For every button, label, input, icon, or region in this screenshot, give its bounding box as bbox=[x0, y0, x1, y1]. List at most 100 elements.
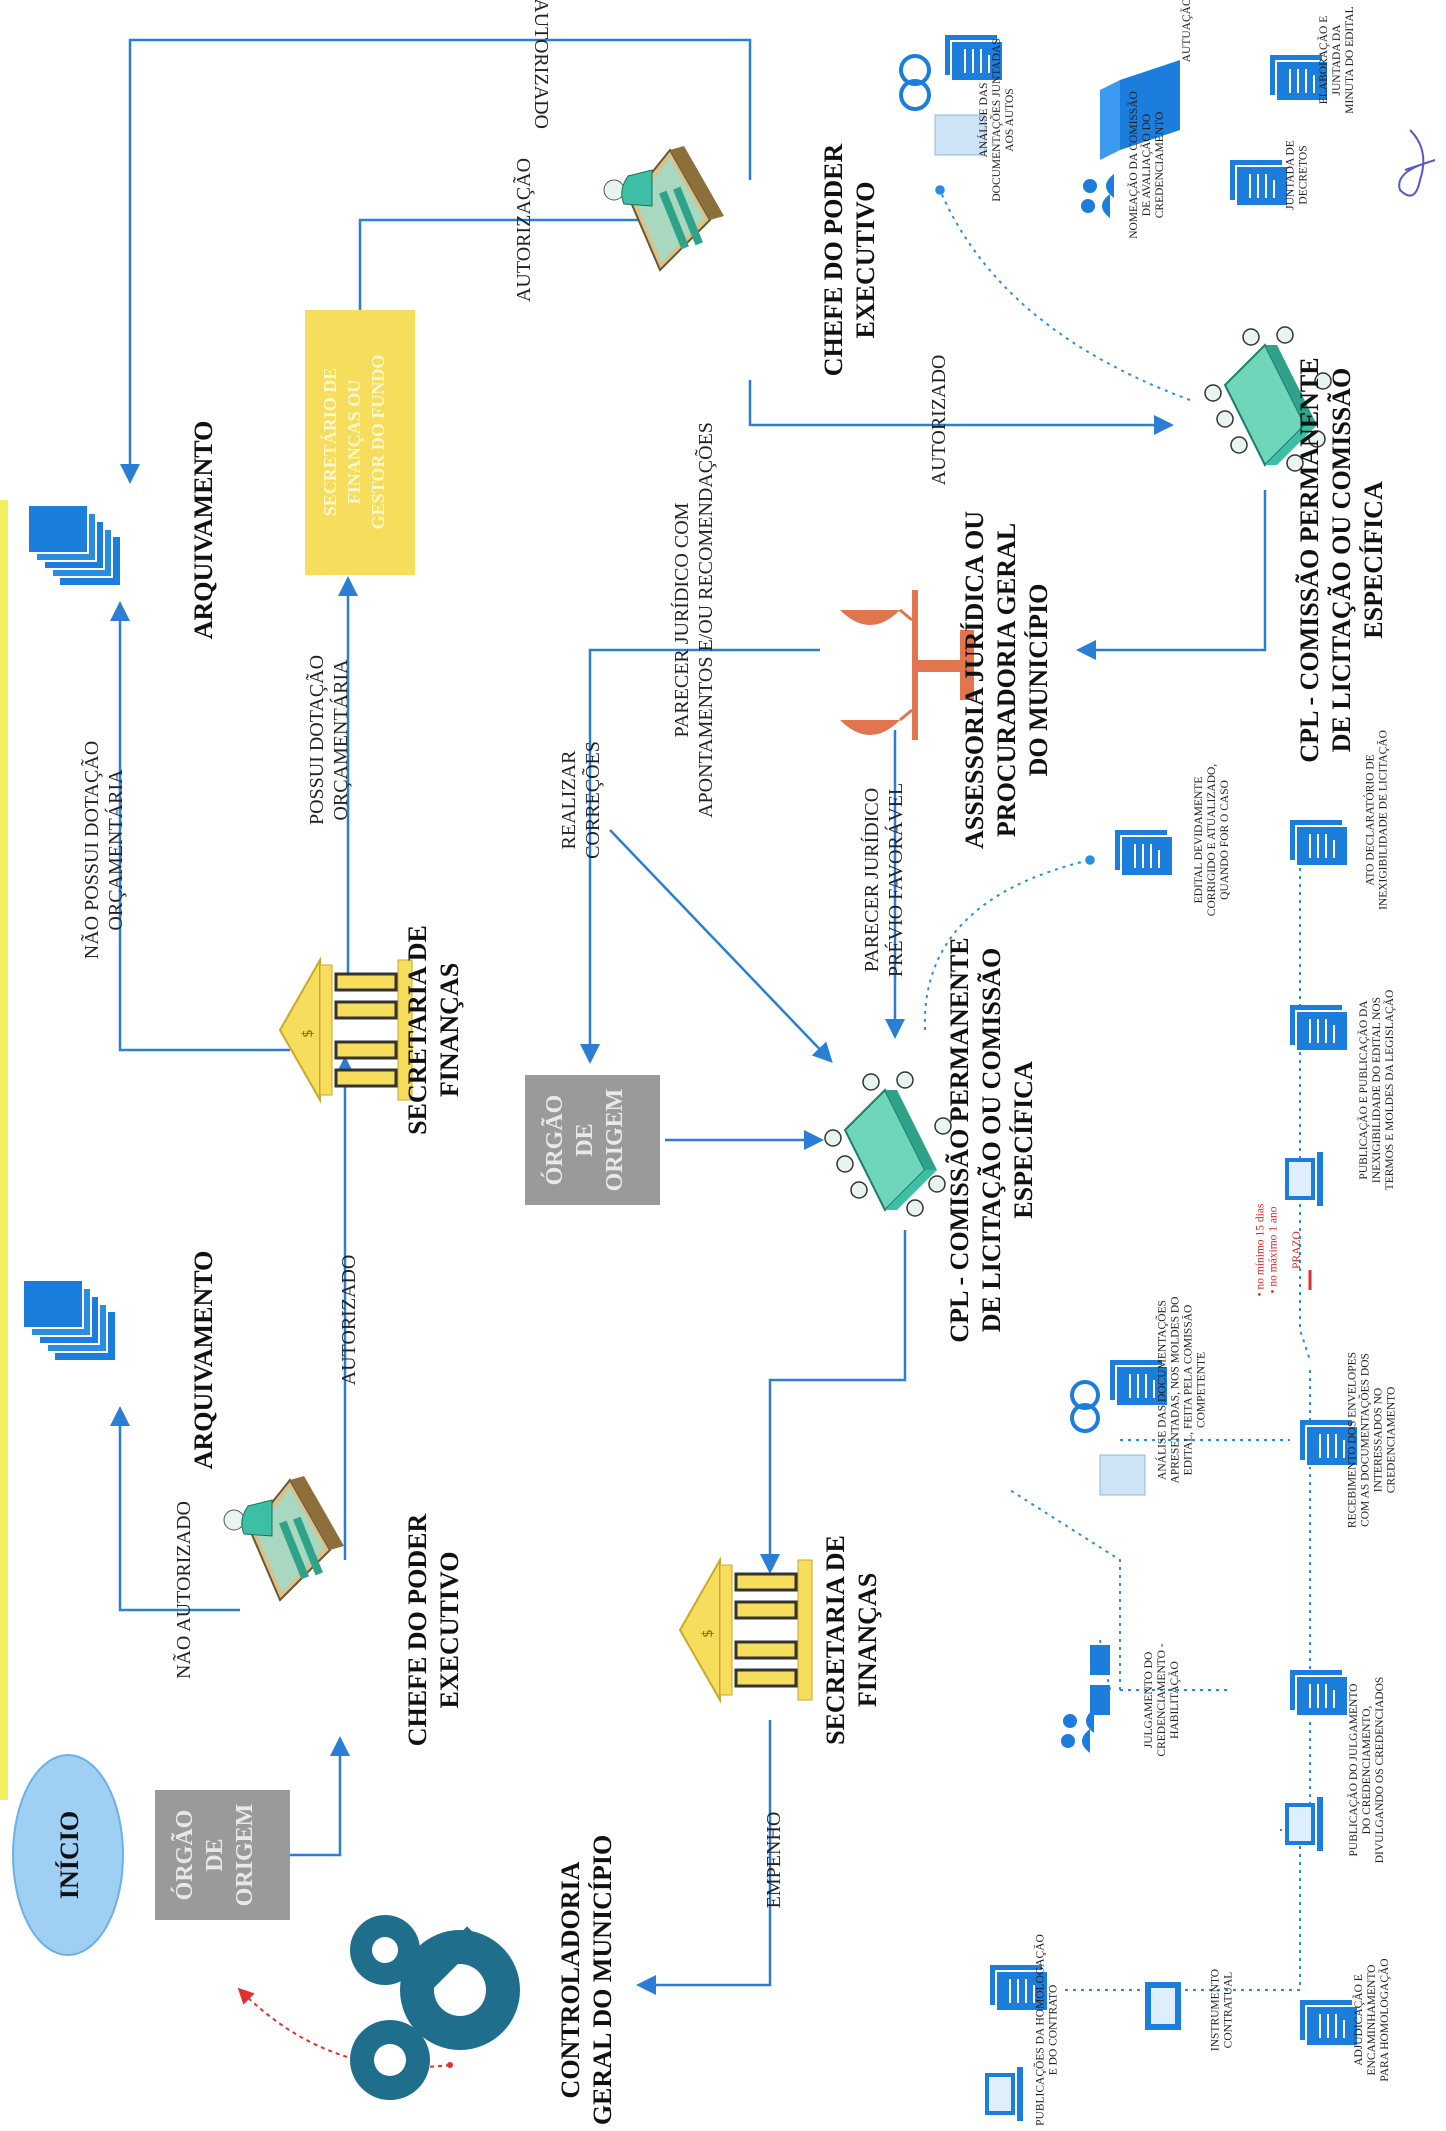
cpl-label-top-line-3: ESPECÍFICA bbox=[1359, 481, 1388, 639]
edge-realizar-line-2: CORREÇÕES bbox=[580, 741, 604, 859]
chefe-icon-2 bbox=[603, 145, 725, 271]
step-adjudicacao-label-line-2: ENCAMINHAMENTO bbox=[1366, 1965, 1378, 2076]
step-icon-ato bbox=[1289, 819, 1349, 867]
chefe-icon-1 bbox=[223, 1475, 345, 1601]
chefe-label-2-line-1: CHEFE DO PODER bbox=[819, 144, 848, 377]
step-julgamento-label-line-3: HABILITAÇÃO bbox=[1167, 1661, 1181, 1739]
orgao-origem-label-2-line-3: ORIGEM bbox=[602, 1089, 628, 1192]
orgao-origem-label-2-line-2: DE bbox=[572, 1123, 598, 1156]
sec-financas-label-1-line-1: SECRETARIA DE bbox=[403, 925, 432, 1135]
orgao-origem-label-1-line-3: ORIGEM bbox=[232, 1804, 258, 1907]
edge-nao-possui-line-1: NÃO POSSUI DOTAÇÃO bbox=[79, 741, 103, 959]
edge-parecer-com-line-2: APONTAMENTOS E/OU RECOMENDAÇÕES bbox=[693, 422, 717, 818]
cpl-label-mid-line-1: CPL - COMISSÃO PERMANENTE bbox=[945, 937, 974, 1342]
arrow-correcoes-to-cplmid bbox=[609, 829, 833, 1063]
edge-autorizacao: AUTORIZAÇÃO bbox=[511, 158, 535, 302]
prazo-notes-line-2: • no máximo 1 ano bbox=[1268, 1206, 1280, 1293]
signature-mark bbox=[1398, 129, 1436, 197]
step-julgamento-label-line-2: CREDENCIAMENTO - bbox=[1156, 1643, 1168, 1756]
step-icon-juntada bbox=[1229, 159, 1289, 207]
step-juntada-label-line-2: DECRETOS bbox=[1298, 145, 1310, 204]
arquivamento-label-2: ARQUIVAMENTO bbox=[189, 421, 218, 640]
gears-icon bbox=[350, 1915, 520, 2100]
sec-financas-label-2-line-1: SECRETARIA DE bbox=[821, 1535, 850, 1745]
step-analise-docs-label-line-3: AOS AUTOS bbox=[1004, 88, 1016, 151]
red-dotted-connector bbox=[237, 1987, 451, 2069]
step-adjudicacao-label-line-3: PARA HOMOLOGAÇÃO bbox=[1377, 1958, 1391, 2081]
step-instrumento-label-line-1: INSTRUMENTO bbox=[1210, 1969, 1222, 2051]
assessoria-label-line-2: PROCURADORIA GERAL bbox=[992, 523, 1021, 837]
sec-financas-label-1-line-2: FINANÇAS bbox=[435, 963, 464, 1097]
orgao-origem-label-1-line-1: ÓRGÃO bbox=[171, 1810, 198, 1901]
prazo-notes: • no mínimo 15 dias• no máximo 1 ano bbox=[1255, 1203, 1280, 1296]
edge-realizar-line-1: REALIZAR bbox=[558, 750, 580, 850]
step-icon-publicacao-julg-doc bbox=[1289, 1669, 1349, 1717]
orgao-origem-label-1-line-2: DE bbox=[202, 1838, 228, 1871]
step-recebimento-label-line-4: CREDENCIAMENTO bbox=[1386, 1387, 1398, 1493]
step-elaboracao-label-line-1: ELABORAÇÃO E bbox=[1316, 16, 1330, 105]
orgao-origem-label-2-line-1: ÓRGÃO bbox=[541, 1095, 568, 1186]
step-icon-publicacao-inex-laptop bbox=[1285, 1152, 1323, 1206]
edge-nao-autorizado-1: NÃO AUTORIZADO bbox=[171, 1501, 195, 1679]
assessoria-label-line-3: DO MUNICÍPIO bbox=[1024, 584, 1053, 777]
step-analise-docs-label-line-2: DOCUMENTAÇÕES JUNTADAS bbox=[989, 38, 1003, 201]
step-analise-apresentadas-label-line-4: COMPETENTE bbox=[1196, 1352, 1208, 1428]
step-analise-apresentadas-label-line-3: EDITAL, FEITA PELA COMISSÃO bbox=[1181, 1305, 1195, 1476]
arrow-chefe1-to-arquivamento1 bbox=[110, 1406, 240, 1612]
arrow-assessoria-to-orgao2 bbox=[580, 648, 820, 1064]
step-icon-edital bbox=[1114, 829, 1174, 877]
secretario-label-line-3: GESTOR DO FUNDO bbox=[368, 355, 388, 530]
edge-parecer-favoravel-line-1: PARECER JURÍDICO bbox=[860, 788, 883, 972]
edge-nao-autorizado-top: NÃO AUTORIZADO bbox=[530, 0, 554, 129]
cpl-icon-mid bbox=[824, 1071, 952, 1217]
step-icon-julgamento bbox=[1061, 1645, 1110, 1753]
edge-nao-possui-line-2: ORÇAMENTÁRIA bbox=[104, 769, 127, 931]
archive-stack-icon-1 bbox=[22, 1279, 116, 1361]
arrow-sec1-to-arquivamento2 bbox=[110, 601, 290, 1052]
archive-stack-icon-2 bbox=[27, 504, 121, 586]
arrow-sec2-to-controladoria bbox=[636, 1720, 772, 1995]
prazo-label: PRAZO bbox=[1291, 1231, 1303, 1269]
assessoria-label-line-1: ASSESSORIA JURÍDICA OU bbox=[960, 511, 989, 849]
step-recebimento-label-line-2: COM AS DOCUMENTAÇÕES DOS bbox=[1358, 1353, 1372, 1527]
step-publicacao-inex-label-line-2: INEXIGIBILIDADE DO EDITAL NOS bbox=[1371, 997, 1383, 1183]
step-publicacao-inex-label-line-1: PUBLICAÇÃO E PUBLICAÇÃO DA bbox=[1356, 1000, 1370, 1180]
step-icon-autuacao bbox=[1100, 60, 1180, 160]
step-icon-publicacao-julg-laptop bbox=[1285, 1797, 1323, 1851]
controladoria-label-line-2: GERAL DO MUNICÍPIO bbox=[588, 1835, 617, 2125]
secretario-label-line-1: SECRETÁRIO DE bbox=[319, 368, 340, 517]
edge-empenho: EMPENHO bbox=[763, 1812, 785, 1909]
step-icon-publicacao-inex-doc bbox=[1289, 1004, 1349, 1052]
step-icon-adjudicacao bbox=[1299, 1999, 1359, 2047]
step-ato-label-line-1: ATO DECLARATÓRIO DE bbox=[1363, 754, 1377, 885]
inicio-label: INÍCIO bbox=[55, 1811, 84, 1899]
step-analise-apresentadas-label-line-1: ANÁLISE DAS DOCUMENTAÇÕES bbox=[1155, 1300, 1169, 1480]
step-icon-analise-docs bbox=[899, 34, 1004, 156]
chefe-label-2-line-2: EXECUTIVO bbox=[851, 182, 880, 339]
cpl-label-mid-line-3: ESPECÍFICA bbox=[1009, 1061, 1038, 1219]
arrow-cpltop-to-assessoria bbox=[1076, 490, 1267, 660]
arquivamento-label-1: ARQUIVAMENTO bbox=[189, 1251, 218, 1470]
step-nomeacao-label-line-2: DE AVALIAÇÃO DO bbox=[1139, 114, 1153, 216]
step-publicacao-julg-label-line-1: PUBLICAÇÃO DO JULGAMENTO bbox=[1346, 1684, 1360, 1857]
edge-autorizado-2: AUTORIZADO bbox=[928, 355, 950, 486]
inicio-node: INÍCIO bbox=[12, 1754, 124, 1956]
cpl-label-top-line-1: CPL - COMISSÃO PERMANENTE bbox=[1295, 357, 1324, 762]
step-publicacao-inex-label-line-3: TERMOS E MOLDES DA LEGISLAÇÃO bbox=[1382, 990, 1396, 1191]
page-edge-strip bbox=[0, 500, 8, 1800]
secretario-label-line-2: FINANÇAS OU bbox=[344, 380, 364, 505]
cpl-label-top-line-2: DE LICITAÇÃO OU COMISSÃO bbox=[1327, 368, 1356, 753]
